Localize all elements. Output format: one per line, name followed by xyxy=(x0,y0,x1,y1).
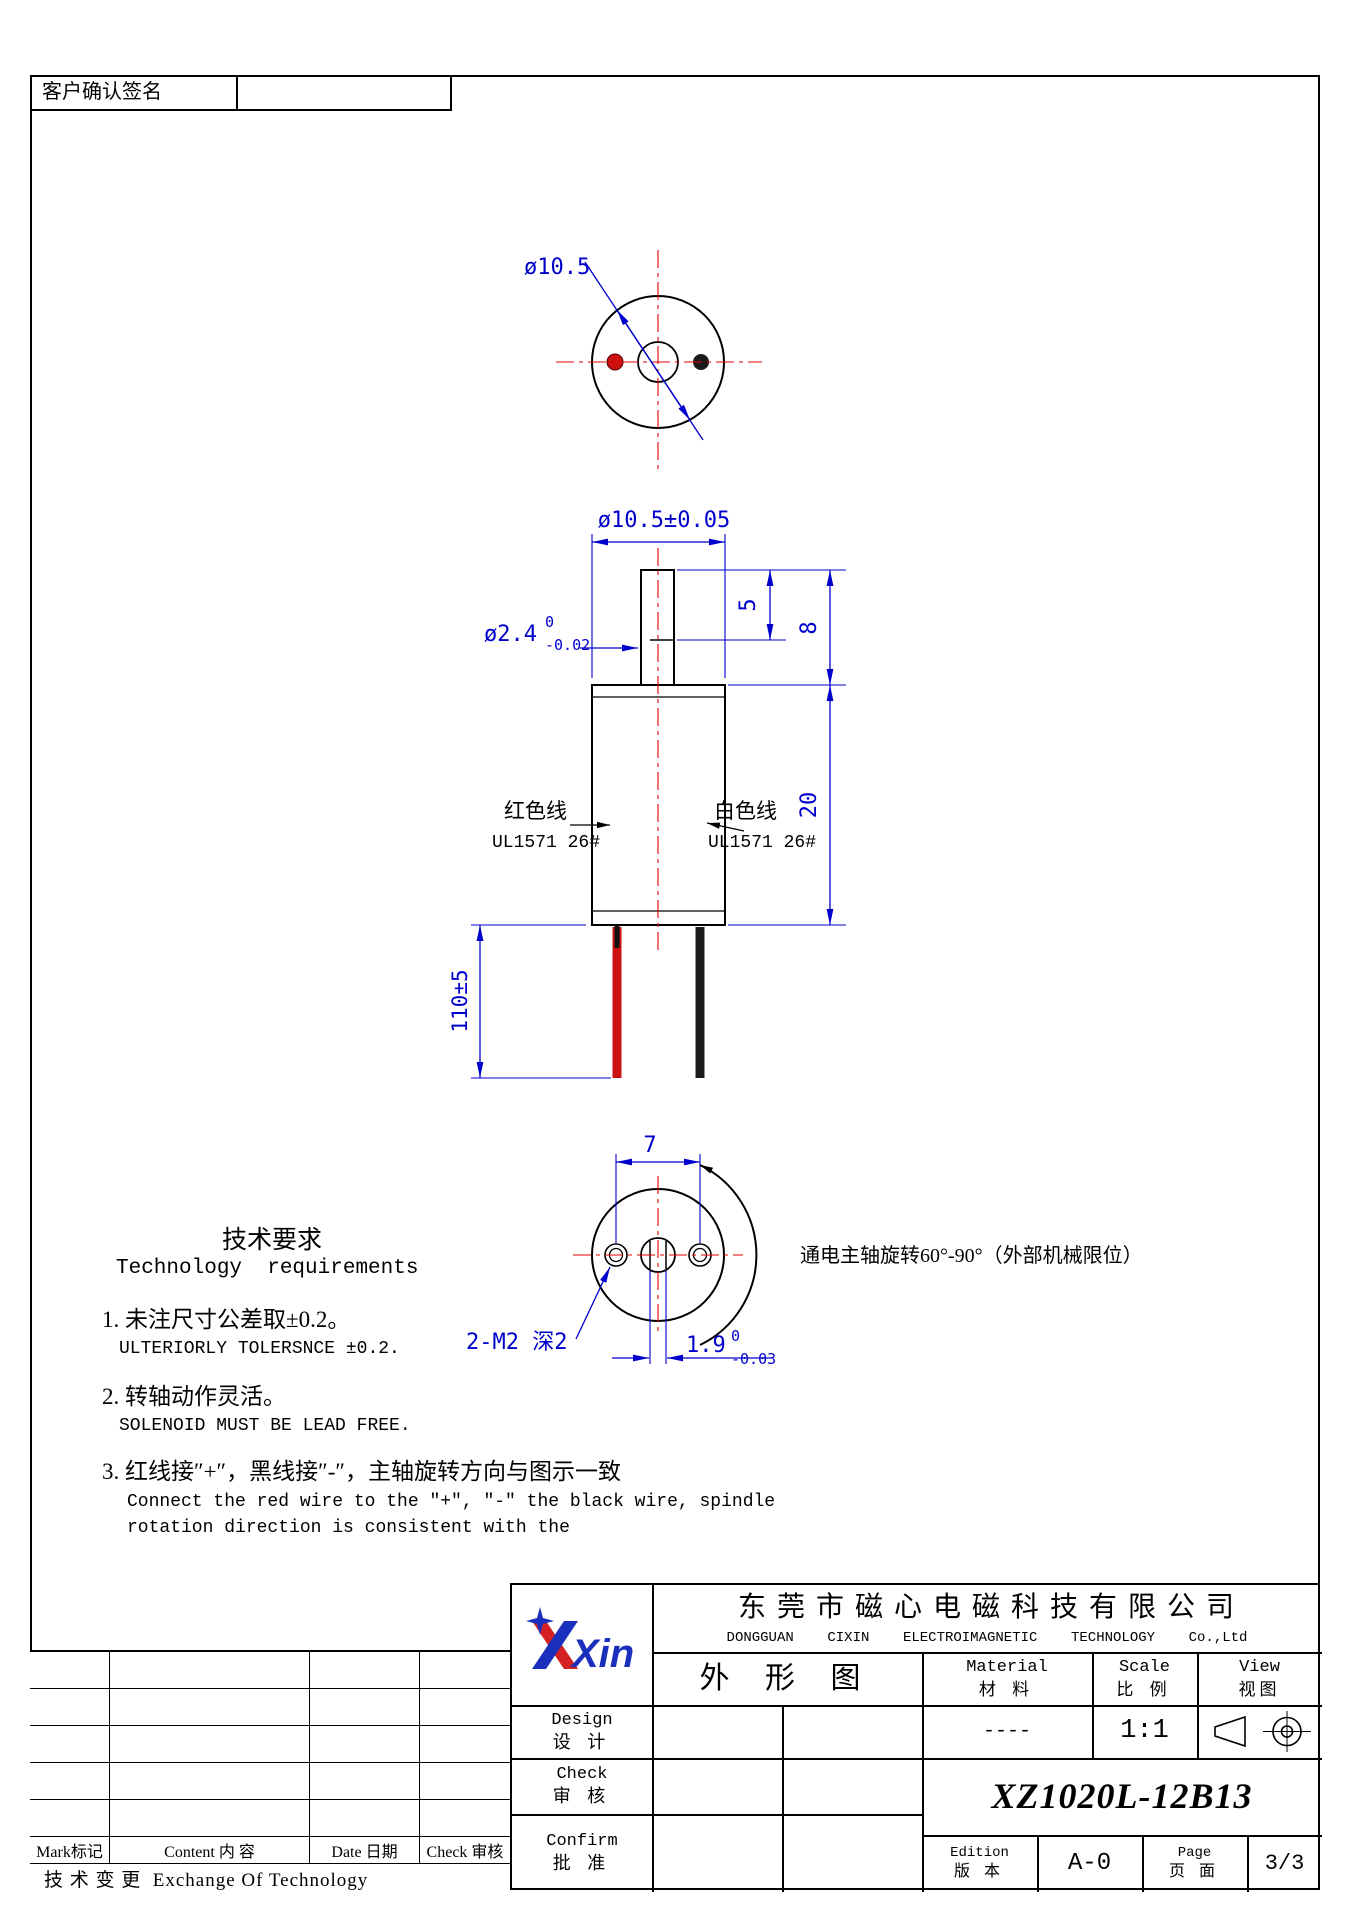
tech-req-item2-en: SOLENOID MUST BE LEAD FREE. xyxy=(119,1416,411,1436)
red-wire-name-text: 红色线 xyxy=(504,799,567,823)
edition-value: A-0 xyxy=(1067,1849,1112,1877)
view-label-cn: 视图 xyxy=(1238,1679,1281,1699)
thread-callout-text: 2-M2 深2 xyxy=(466,1330,567,1355)
view-label-en: View xyxy=(1239,1658,1280,1678)
dim-slot-width-text: 1.9 xyxy=(686,1333,726,1358)
revision-row xyxy=(30,1763,510,1800)
logo-text: Xin xyxy=(570,1632,634,1676)
revision-footer: 技 术 变 更 Exchange Of Technology xyxy=(44,1869,369,1891)
revision-table: Mark标记 Content 内 容 Date 日期 Check 审核 技 术 … xyxy=(30,1650,510,1891)
dim-slot-width: 1.9 0 -0.03 xyxy=(612,1271,776,1368)
tech-req-title-en: Technology requirements xyxy=(116,1257,419,1280)
tech-req-item1-cn: 1. 未注尺寸公差取±0.2。 xyxy=(102,1307,351,1332)
dim-slot-tol-upper: 0 xyxy=(731,1327,740,1345)
revision-header-row: Mark标记 Content 内 容 Date 日期 Check 审核 xyxy=(30,1837,510,1864)
col-mark-label: Mark标记 xyxy=(30,1837,110,1863)
dim-shaft-diameter-text: ø2.4 xyxy=(484,622,537,647)
tech-req-item3-en1: Connect the red wire to the ″+″, ″-″ the… xyxy=(127,1492,776,1512)
revision-row xyxy=(30,1652,510,1689)
edition-label-cn: 版 本 xyxy=(953,1863,1005,1881)
design-label-en: Design xyxy=(551,1710,613,1730)
revision-row xyxy=(30,1726,510,1763)
confirm-cell: Confirm 批 准 xyxy=(512,1816,652,1890)
dim-body-length: 20 xyxy=(728,685,846,926)
material-header: Material 材 料 xyxy=(924,1654,1090,1703)
top-view: ø10.5 xyxy=(524,250,762,470)
company-name-en: DONGGUAN CIXIN ELECTROIMAGNETIC TECHNOLO… xyxy=(726,1630,1248,1647)
design-label-cn: 设 计 xyxy=(552,1731,612,1752)
rotation-note-text: 通电主轴旋转60°-90°（外部机械限位） xyxy=(800,1244,1143,1267)
dim-body-diameter: ø10.5±0.05 xyxy=(591,508,730,678)
thread-callout: 2-M2 深2 xyxy=(466,1266,611,1355)
projection-symbols xyxy=(1199,1707,1320,1756)
front-view: ø10.5±0.05 5 8 20 ø2.4 0 -0.02 xyxy=(448,508,846,1079)
page-value: 3/3 xyxy=(1264,1850,1305,1876)
customer-signature-blank-box[interactable] xyxy=(236,75,452,111)
revision-row xyxy=(30,1800,510,1837)
tech-req-item3-en2: rotation direction is consistent with th… xyxy=(127,1518,570,1538)
col-date-label: Date 日期 xyxy=(310,1837,420,1863)
dim-slot-tol-lower: -0.03 xyxy=(731,1350,776,1368)
tech-req-title-cn: 技术要求 xyxy=(222,1227,323,1254)
tech-req-item2-cn: 2. 转轴动作灵活。 xyxy=(102,1384,286,1409)
scale-label-cn: 比 例 xyxy=(1116,1679,1173,1699)
dim-body-diameter-text: ø10.5±0.05 xyxy=(598,508,730,533)
red-wire-callout: 红色线 UL1571 26# xyxy=(492,799,610,853)
page-label-en: Page xyxy=(1177,1844,1212,1861)
dim-shaft-tol-upper: 0 xyxy=(545,613,554,631)
material-label-en: Material xyxy=(966,1658,1048,1678)
check-cell: Check 审 核 xyxy=(512,1760,652,1812)
design-cell: Design 设 计 xyxy=(512,1707,652,1756)
first-angle-projection-symbol xyxy=(1214,1711,1311,1752)
red-wire-spec-text: UL1571 26# xyxy=(492,833,600,853)
dim-shaft-diameter: ø2.4 0 -0.02 xyxy=(484,613,638,654)
scale-value: 1:1 xyxy=(1120,1715,1169,1746)
bottom-view: 7 1.9 0 -0.03 2-M2 深2 通电主轴旋转60°-90°（外部机械… xyxy=(466,1133,1143,1368)
cixin-logo: Xin xyxy=(512,1585,652,1705)
rotation-direction: 通电主轴旋转60°-90°（外部机械限位） xyxy=(699,1164,1143,1346)
check-label-en: Check xyxy=(556,1765,608,1785)
logo-star xyxy=(526,1607,554,1635)
dim-wire-length: 110±5 xyxy=(448,924,611,1079)
dim-top-outer-diameter-text: ø10.5 xyxy=(524,255,590,280)
dim-hole-pitch-text: 7 xyxy=(643,1133,656,1158)
confirm-label-en: Confirm xyxy=(546,1832,618,1852)
title-block: Xin 东 莞 市 磁 心 电 磁 科 技 有 限 公 司 DONGGUAN C… xyxy=(510,1583,1322,1892)
material-value: ---- xyxy=(982,1720,1031,1743)
logo-blue-stroke xyxy=(532,1621,578,1669)
dim-top-outer-diameter: ø10.5 xyxy=(524,255,704,441)
dim-wire-length-text: 110±5 xyxy=(448,969,472,1032)
revision-row xyxy=(30,1689,510,1726)
rotation-arrow xyxy=(699,1164,758,1346)
view-header: View 视图 xyxy=(1199,1654,1320,1703)
page-label-cn: 页 面 xyxy=(1168,1863,1220,1881)
white-wire-spec-text: UL1571 26# xyxy=(708,833,816,853)
dim-body-length-text: 20 xyxy=(797,792,822,819)
tech-req-item3-cn: 3. 红线接″+″，黑线接″-″，主轴旋转方向与图示一致 xyxy=(102,1459,621,1484)
white-wire-callout: 白色线 UL1571 26# xyxy=(706,799,816,853)
edition-header: Edition 版 本 xyxy=(924,1837,1035,1890)
dim-shaft-length: 8 xyxy=(728,570,846,686)
scale-label-en: Scale xyxy=(1118,1658,1170,1678)
dim-shaft-tol-lower: -0.02 xyxy=(545,636,590,654)
page-header: Page 页 面 xyxy=(1144,1837,1245,1890)
dim-flat-length: 5 xyxy=(677,569,846,641)
edition-label-en: Edition xyxy=(950,1844,1009,1861)
white-wire-name-text: 白色线 xyxy=(714,799,777,823)
customer-signature-label-box: 客户确认签名 xyxy=(30,75,238,111)
col-content-label: Content 内 容 xyxy=(110,1837,310,1863)
tech-req-item1-en: ULTERIORLY TOLERSNCE ±0.2. xyxy=(119,1339,400,1359)
dim-flat-length-text: 5 xyxy=(736,598,761,611)
confirm-label-cn: 批 准 xyxy=(552,1853,612,1874)
material-label-cn: 材 料 xyxy=(978,1679,1036,1699)
col-check-label: Check 审核 xyxy=(426,1844,504,1861)
scale-header: Scale 比 例 xyxy=(1094,1654,1195,1703)
company-name-cn: 东 莞 市 磁 心 电 磁 科 技 有 限 公 司 xyxy=(737,1591,1236,1623)
drawing-type: 外 形 图 xyxy=(699,1661,875,1695)
part-number: XZ1020L-12B13 xyxy=(991,1776,1253,1816)
check-label-cn: 审 核 xyxy=(552,1786,612,1807)
dim-shaft-length-text: 8 xyxy=(797,621,822,634)
